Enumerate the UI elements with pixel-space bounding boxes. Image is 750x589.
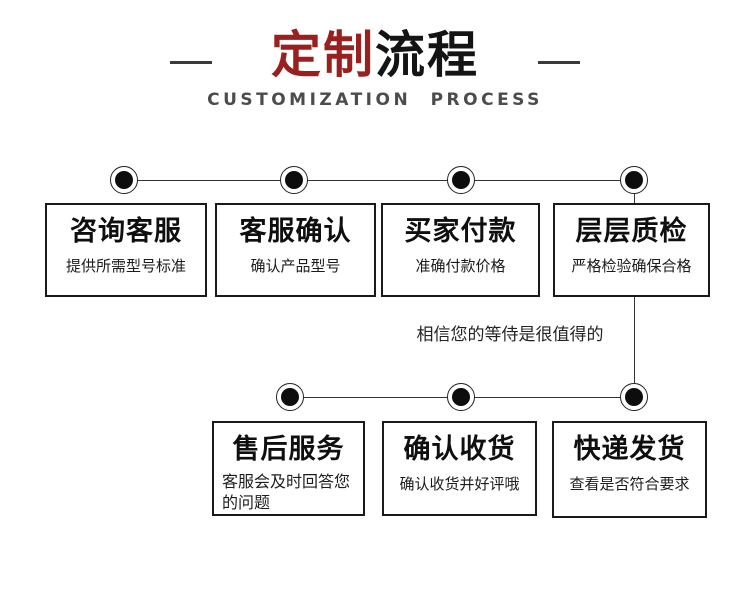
step-title: 买家付款 [404,216,517,247]
flow-node-dot [115,171,133,189]
page-title: 定制流程 [0,26,750,84]
step-box-confirm-receipt: 确认收货 确认收货并好评哦 [382,421,537,516]
flow-node-dot [625,388,643,406]
step-box-after-sale-service: 售后服务 客服会及时回答您的问题 [212,421,365,516]
waiting-note: 相信您的等侍是很值得的 [416,325,604,345]
step-box-service-confirm: 客服确认 确认产品型号 [215,203,376,297]
flow-node-dot [625,171,643,189]
flow-node-1 [110,166,138,194]
flow-node-2 [280,166,308,194]
step-desc: 准确付款价格 [415,257,506,275]
page-subtitle: CUSTOMIZATION PROCESS [207,90,543,110]
step-desc: 确认产品型号 [250,257,341,275]
node4-to-box-connector [634,194,635,204]
step-title: 售后服务 [232,434,345,465]
title-right-dash [538,61,580,64]
step-box-express-delivery: 快递发货 查看是否符合要求 [552,421,707,518]
row1-to-row2-connector [634,297,635,384]
step-title: 层层质检 [575,216,688,247]
flow-node-3 [447,166,475,194]
step-title: 确认收货 [403,434,516,465]
step-desc: 客服会及时回答您的问题 [222,472,351,512]
top-connector-line [124,180,634,181]
flow-node-dot [452,171,470,189]
step-desc: 提供所需型号标准 [65,257,186,275]
step-box-buyer-payment: 买家付款 准确付款价格 [381,203,540,297]
flow-node-dot [285,171,303,189]
page-title-accent: 定制 [271,26,375,84]
step-box-quality-inspection: 层层质检 严格检验确保合格 [553,203,710,297]
step-title: 咨询客服 [70,216,182,247]
step-desc: 查看是否符合要求 [569,475,690,493]
step-desc: 严格检验确保合格 [571,257,692,275]
flow-node-7 [620,383,648,411]
flow-node-5 [276,383,304,411]
page-title-rest: 流程 [375,26,479,84]
flow-node-6 [447,383,475,411]
step-title: 客服确认 [239,216,352,247]
flow-node-dot [452,388,470,406]
flow-node-4 [620,166,648,194]
step-title: 快递发货 [573,434,686,465]
flow-node-dot [281,388,299,406]
step-desc: 确认收货并好评哦 [399,475,520,493]
step-box-consult-service: 咨询客服 提供所需型号标准 [45,203,207,297]
title-left-dash [170,61,212,64]
